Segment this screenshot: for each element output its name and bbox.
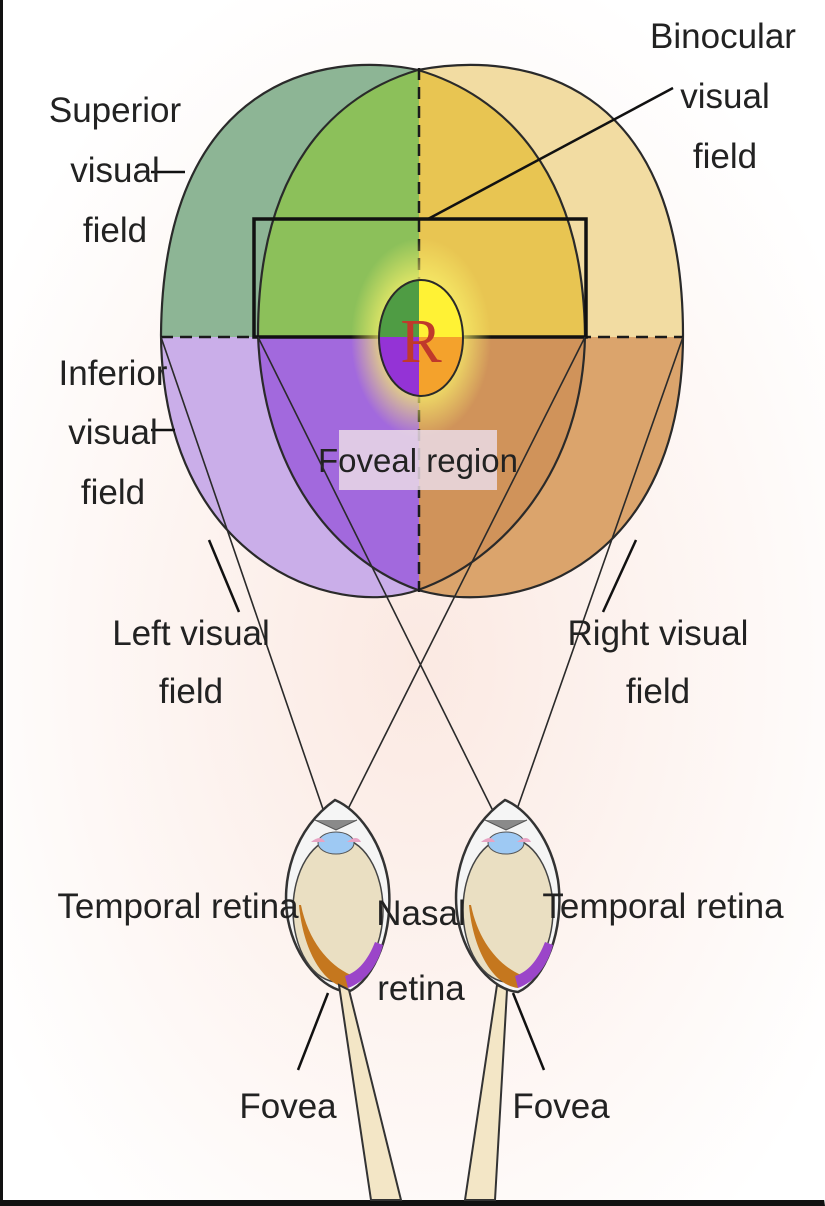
svg-text:visual: visual xyxy=(680,77,769,116)
svg-text:Superior: Superior xyxy=(49,91,182,130)
svg-text:visual: visual xyxy=(68,413,157,452)
fovea-left-label: Fovea xyxy=(239,1087,337,1126)
fovea-right-label: Fovea xyxy=(512,1087,610,1126)
foveal-region-label: Foveal region xyxy=(318,442,518,479)
svg-text:field: field xyxy=(159,672,223,711)
svg-text:visual: visual xyxy=(70,151,159,190)
visual-field-diagram: R Foveal region xyxy=(3,0,825,1206)
svg-text:field: field xyxy=(83,211,147,250)
svg-text:Nasal: Nasal xyxy=(376,894,465,933)
svg-text:field: field xyxy=(626,672,690,711)
svg-text:Binocular: Binocular xyxy=(650,17,796,56)
temporal-retina-right-label: Temporal retina xyxy=(542,887,784,926)
svg-text:retina: retina xyxy=(377,969,465,1008)
svg-text:field: field xyxy=(693,137,757,176)
svg-text:Inferior: Inferior xyxy=(59,354,168,393)
svg-text:Right visual: Right visual xyxy=(568,614,749,653)
temporal-retina-left-label: Temporal retina xyxy=(57,887,299,926)
svg-text:Left visual: Left visual xyxy=(112,614,270,653)
svg-text:field: field xyxy=(81,473,145,512)
fixation-letter: R xyxy=(400,308,442,376)
